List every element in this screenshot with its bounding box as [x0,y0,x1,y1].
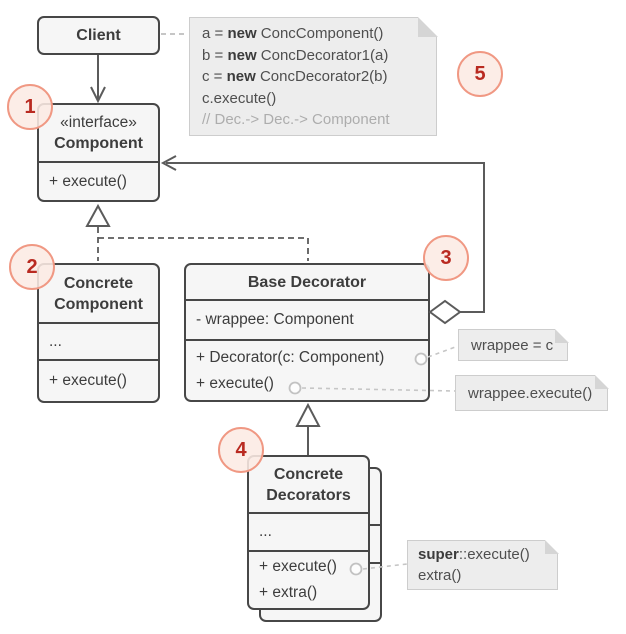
class-concrete-decorators: Concrete Decorators ... + execute() + ex… [247,455,370,610]
badge-3: 3 [423,235,469,281]
client-title-section: Client [39,18,158,53]
class-component: «interface» Component + execute() [37,103,160,202]
concrete-component-ellipsis: ... [49,332,62,350]
note-super-line2: extra() [418,567,462,584]
code-line-2: b = new ConcDecorator1(a) [202,46,389,64]
code-line-4: c.execute() [202,89,277,107]
concrete-decorators-methods: + execute() + extra() [249,550,368,608]
concrete-decorators-title-line2: Decorators [266,486,351,504]
note-super-execute: super::execute() extra() [407,539,559,590]
concrete-decorators-title-line1: Concrete [273,465,344,483]
note-super-line1: super::execute() [418,546,530,563]
note-wrappee-assign-text: wrappee = c [471,336,554,354]
base-decorator-methods: + Decorator(c: Component) + execute() [186,339,428,400]
class-concrete-component: Concrete Component ... + execute() [37,263,160,403]
class-base-decorator: Base Decorator - wrappee: Component + De… [184,263,430,402]
note-client-code: a = new ConcComponent() b = new ConcDeco… [189,16,438,136]
badge-4: 4 [218,427,264,473]
code-line-comment: // Dec.-> Dec.-> Component [202,111,390,128]
code-line-1: a = new ConcComponent() [202,25,384,42]
concrete-component-method-execute: + execute() [49,372,127,389]
badge-5: 5 [457,51,503,97]
decorator-inheritance-triangle-icon [295,402,321,427]
badge-1: 1 [7,84,53,130]
base-decorator-attrs: - wrappee: Component [186,299,428,339]
concrete-component-methods: + execute() [39,359,158,401]
concrete-component-header: Concrete Component [39,265,158,322]
aggregation-arrowhead [160,155,177,171]
base-decorator-method-execute: + execute() [196,374,274,392]
base-decorator-title: Base Decorator [247,273,367,291]
concrete-decorators-attrs: ... [249,512,368,550]
class-client: Client [37,16,160,55]
base-decorator-method-constructor: + Decorator(c: Component) [196,348,385,366]
concrete-component-title-line1: Concrete [63,274,134,292]
client-title: Client [76,27,121,44]
note-wrappee-execute-text: wrappee.execute() [468,384,593,402]
component-header: «interface» Component [39,105,158,161]
concrete-decorators-ellipsis: ... [259,523,272,540]
concrete-decorators-method-execute: + execute() [259,558,337,575]
component-method-execute: + execute() [49,172,127,190]
note-wrappee-assign: wrappee = c [458,328,569,361]
concrete-decorators-method-extra: + extra() [259,584,318,601]
concrete-component-attrs: ... [39,322,158,359]
code-line-3: c = new ConcDecorator2(b) [202,68,388,85]
component-methods: + execute() [39,161,158,200]
client-component-arrowhead [90,86,106,104]
note-wrappee-execute: wrappee.execute() [455,374,609,411]
aggregation-diamond-icon [428,299,462,325]
base-decorator-attr-wrappee: - wrappee: Component [196,311,354,328]
constructor-note-link [427,345,459,358]
badge-2: 2 [9,244,55,290]
base-decorator-header: Base Decorator [186,265,428,299]
component-realization-triangle-icon [85,203,111,227]
concrete-decorators-header: Concrete Decorators [249,457,368,512]
concrete-component-title-line2: Component [54,295,143,313]
component-title: Component [54,135,143,152]
component-stereotype: «interface» [60,114,137,131]
